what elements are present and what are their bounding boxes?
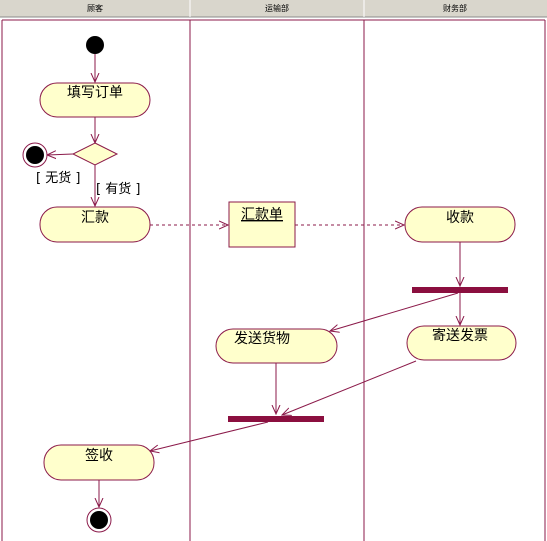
swimlane-borders (1, 19, 546, 541)
activity-sign-receipt-label: 签收 (85, 447, 113, 464)
swimlane-header: 顾客 运输部 财务部 (0, 0, 547, 18)
activity-fill-order-label: 填写订单 (67, 85, 123, 101)
activity-remit-label: 汇款 (81, 210, 109, 226)
lane-label-shipping: 运输部 (265, 3, 289, 13)
object-remittance-slip-label: 汇款单 (241, 207, 283, 223)
fork-bar (412, 287, 508, 293)
guard-in-stock: [ 有货 ] (96, 181, 140, 197)
flow-join-to-sign (150, 421, 269, 451)
final-node (86, 507, 112, 533)
activity-sign-receipt: 签收 (43, 444, 155, 481)
flow-fork-to-ship-goods (330, 292, 459, 331)
activity-ship-goods-label: 发送货物 (234, 330, 290, 347)
initial-node (86, 36, 104, 54)
flow-decision-to-final-nostock (47, 154, 74, 155)
guard-no-stock: [ 无货 ] (36, 170, 80, 186)
flow-send-invoice-to-join (282, 360, 417, 415)
activity-send-invoice-label: 寄送发票 (432, 327, 488, 344)
activity-ship-goods: 发送货物 (215, 328, 338, 364)
activity-receive-payment-label: 收款 (446, 210, 474, 226)
lane-label-customer: 顾客 (87, 3, 103, 13)
lane-label-finance: 财务部 (443, 3, 467, 13)
activity-remit: 汇款 (39, 206, 151, 243)
activity-fill-order: 填写订单 (39, 82, 151, 118)
join-bar (228, 416, 324, 422)
activity-send-invoice: 寄送发票 (406, 325, 517, 361)
decision-node (71, 142, 119, 166)
activity-receive-payment: 收款 (404, 206, 516, 243)
object-remittance-slip: 汇款单 (228, 201, 296, 248)
final-node-nostock (22, 142, 48, 168)
